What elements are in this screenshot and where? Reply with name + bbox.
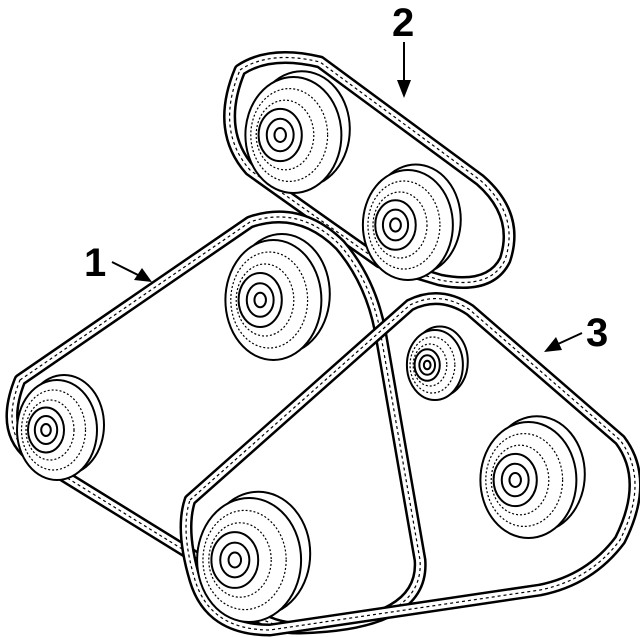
pulley-6 bbox=[405, 325, 469, 401]
callout-label-3: 3 bbox=[586, 311, 608, 355]
callout-2: 2 bbox=[392, 1, 414, 98]
pulley-1 bbox=[244, 70, 351, 194]
callout-3: 3 bbox=[544, 311, 608, 355]
belt-3 bbox=[179, 292, 640, 637]
pulley-3 bbox=[224, 233, 331, 361]
pulley-4 bbox=[16, 374, 105, 481]
callout-arrow-1 bbox=[111, 261, 141, 277]
callout-label-1: 1 bbox=[84, 241, 106, 285]
callout-arrow-3 bbox=[557, 332, 583, 345]
pulley-7 bbox=[479, 415, 586, 539]
pulley-5 bbox=[196, 490, 312, 623]
pulley-2 bbox=[361, 163, 462, 281]
belt-2 bbox=[223, 51, 516, 289]
callout-label-2: 2 bbox=[392, 1, 414, 45]
callout-1: 1 bbox=[84, 241, 152, 285]
